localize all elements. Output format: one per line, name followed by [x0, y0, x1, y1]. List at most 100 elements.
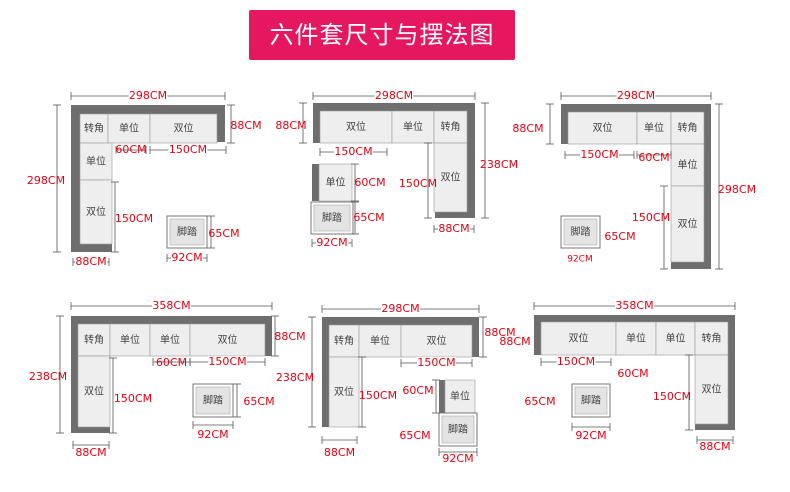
dimension-label: 65CM — [399, 429, 430, 442]
single-seat-label: 单位 — [678, 158, 698, 171]
single-seat-label: 单位 — [450, 390, 470, 403]
single-seat — [391, 110, 435, 144]
sofa-frame — [71, 105, 225, 114]
sofa-frame — [312, 164, 319, 201]
dimension-label: 88CM — [699, 440, 730, 453]
dimension-label-bg — [152, 300, 191, 312]
dimension-label: 150CM — [169, 143, 207, 156]
dimension-label-bg — [316, 237, 348, 249]
sofa-frame — [313, 103, 475, 111]
double-seat — [400, 324, 473, 358]
dimension-label: 88CM — [324, 446, 355, 459]
sofa-frame — [78, 427, 110, 433]
double-seat-label: 双位 — [441, 171, 461, 184]
dimension-label: 150CM — [359, 389, 397, 402]
single-seat-label: 单位 — [86, 155, 106, 168]
dimension-label: 88CM — [484, 326, 515, 339]
dimension-label: 150CM — [557, 355, 595, 368]
footstool-cushion — [563, 218, 598, 246]
sofa-frame — [71, 316, 272, 324]
dimension-label: 65CM — [604, 230, 635, 243]
footstool-cushion — [441, 415, 475, 444]
dimension-label: 150CM — [114, 392, 152, 405]
dimension-label: 92CM — [442, 452, 473, 465]
dimension-label: 150CM — [208, 355, 246, 368]
layout-6: 双位单位单位转角双位脚踏358CM88CM150CM60CM150CM65CM9… — [499, 299, 736, 453]
sofa-frame — [467, 103, 475, 218]
dimension-label-bg — [334, 146, 373, 158]
footstool-cushion — [574, 386, 608, 415]
dimension-label: 88CM — [230, 119, 261, 132]
double-seat — [79, 179, 113, 245]
dimension-label: 92CM — [316, 236, 347, 249]
dimension-label: 92CM — [575, 429, 606, 442]
dimension-label-bg — [75, 256, 107, 268]
dimension-label: 298CM — [27, 174, 65, 187]
single-seat-label: 单位 — [160, 333, 180, 346]
single-seat — [670, 143, 705, 187]
dimension-label: 65CM — [243, 395, 274, 408]
double-seat — [149, 113, 218, 144]
layout-2: 双位单位转角双位单位脚踏298CM88CM150CM238CM150CM60CM… — [275, 89, 518, 249]
double-seat-label: 双位 — [427, 334, 447, 347]
dimension-label: 88CM — [274, 330, 305, 343]
dimension-label: 298CM — [718, 183, 756, 196]
dimension-label: 92CM — [197, 428, 228, 441]
single-seat — [149, 323, 191, 357]
single-seat — [655, 321, 696, 356]
dimension-label-bg — [438, 223, 470, 235]
double-seat-label: 双位 — [346, 120, 366, 133]
double-seat — [433, 142, 468, 213]
dimension-label: 65CM — [353, 211, 384, 224]
single-seat-label: 单位 — [666, 332, 686, 345]
dimension-label: 65CM — [524, 395, 555, 408]
double-seat-label: 双位 — [84, 385, 104, 398]
double-seat — [694, 354, 729, 425]
corner-seat-label: 转角 — [702, 332, 722, 345]
dimension-label-bg — [580, 149, 619, 161]
dimension-label: 92CM — [567, 255, 593, 265]
single-seat — [358, 324, 402, 358]
corner-seat-label: 转角 — [441, 120, 461, 133]
dimension-label: 60CM — [617, 367, 648, 380]
sofa-frame — [561, 104, 568, 144]
dimension-label: 150CM — [334, 145, 372, 158]
single-seat-label: 单位 — [644, 121, 664, 134]
dimension-label: 238CM — [29, 370, 67, 383]
dimension-label: 150CM — [417, 356, 455, 369]
dimension-label: 60CM — [638, 151, 669, 164]
corner-seat-label: 转角 — [334, 334, 354, 347]
sofa-frame — [71, 105, 80, 252]
corner-seat-label: 转角 — [84, 122, 104, 135]
double-seat-label: 双位 — [702, 383, 722, 396]
corner-seat-label: 转角 — [678, 121, 698, 134]
dimension-label-bg — [208, 356, 247, 368]
single-seat-label: 单位 — [403, 120, 423, 133]
sofa-frame — [728, 315, 735, 430]
sofa-frame — [217, 105, 225, 142]
dimension-label: 88CM — [75, 255, 106, 268]
single-seat — [615, 321, 657, 356]
double-seat — [77, 355, 111, 428]
double-seat-label: 双位 — [678, 217, 698, 230]
sofa-frame — [561, 104, 711, 112]
footstool-label: 脚踏 — [322, 211, 342, 224]
dimension-label: 88CM — [75, 446, 106, 459]
dimension-label: 358CM — [152, 299, 190, 312]
footstool-label: 脚踏 — [571, 225, 591, 238]
footstool-label: 脚踏 — [203, 394, 223, 407]
sofa-frame — [71, 316, 78, 433]
single-seat-label: 单位 — [120, 333, 140, 346]
dimension-label-bg — [171, 252, 203, 264]
sofa-frame — [265, 316, 272, 356]
sofa-frame — [695, 424, 735, 430]
dimension-label: 238CM — [276, 371, 314, 384]
double-seat-label: 双位 — [593, 121, 613, 134]
dimension-label: 298CM — [129, 89, 167, 102]
dimension-label: 60CM — [156, 356, 187, 369]
dimension-label-bg — [556, 356, 596, 368]
